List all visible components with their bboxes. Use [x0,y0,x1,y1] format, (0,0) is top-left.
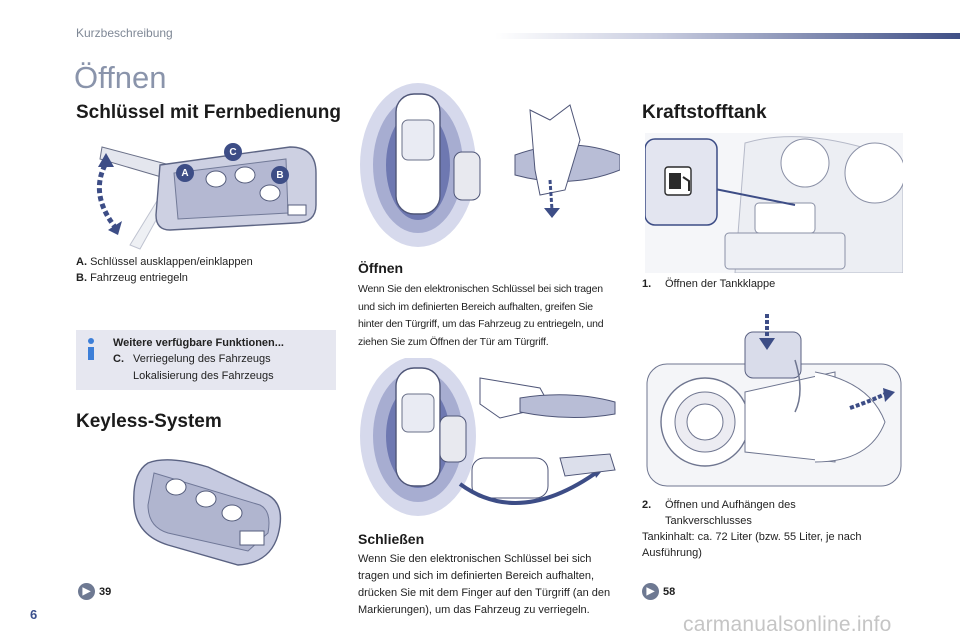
step-1-text: Öffnen der Tankklappe [665,278,776,290]
open-paragraph: Wenn Sie den elektronischen Schlüssel be… [358,281,604,351]
ref-link-39[interactable]: ▶ 39 [78,583,111,600]
close-line: Wenn Sie den elektronischen Schlüssel be… [358,553,592,565]
fuel-flap-button-illustration [645,133,903,273]
legend-a: A. Schlüssel ausklappen/einklappen [76,254,253,271]
info-line-2: Lokalisierung des Fahrzeugs [133,370,274,382]
fuel-tank-heading: Kraftstofftank [642,102,767,123]
step-2-line-1: Öffnen und Aufhängen des [665,499,796,511]
legend-b-text: Fahrzeug entriegeln [90,272,188,284]
step-1-number: 1. [642,278,652,290]
close-heading: Schließen [358,531,425,547]
close-line: Markierungen), um das Fahrzeug zu verrie… [358,604,590,616]
info-line-1: Verriegelung des Fahrzeugs [133,353,271,365]
callout-b: B [271,166,289,184]
remote-key-illustration [96,146,317,250]
page-ref-icon: ▶ [78,583,95,600]
keyless-heading: Keyless-System [76,411,222,432]
step-2-number: 2. [642,499,652,511]
close-line: drücken Sie mit dem Finger auf den Türgr… [358,587,611,599]
legend-a-text: Schlüssel ausklappen/einklappen [90,256,253,268]
watermark: carmanualsonline.info [683,613,892,636]
info-letter: C. [113,353,124,365]
remote-key-heading: Schlüssel mit Fernbedienung [76,102,341,123]
tank-capacity-line-1: Tankinhalt: ca. 72 Liter (bzw. 55 Liter,… [642,531,862,543]
legend-b-letter: B. [76,272,87,284]
section-label: Kurzbeschreibung [76,26,173,40]
callout-a: A [176,164,194,182]
open-line: Wenn Sie den elektronischen Schlüssel be… [358,283,603,295]
close-zone-illustration [360,358,616,516]
tank-capacity-line-2: Ausführung) [642,547,702,559]
keyless-key-illustration [133,459,282,566]
callout-c: C [224,143,242,161]
info-title: Weitere verfügbare Funktionen... [113,337,284,349]
legend-b: B. Fahrzeug entriegeln [76,270,188,287]
legend-a-letter: A. [76,256,87,268]
page-ref-icon: ▶ [642,583,659,600]
close-paragraph: Wenn Sie den elektronischen Schlüssel be… [358,551,610,619]
step-2-line-2: Tankverschlusses [665,515,752,527]
open-line: ziehen Sie zum Öffnen der Tür am Türgrif… [358,335,549,348]
header-bar [495,33,960,39]
open-zone-illustration [360,83,620,247]
info-box [76,330,336,390]
ref-link-58[interactable]: ▶ 58 [642,583,675,600]
page-title: Öffnen [74,60,167,95]
close-line: tragen und sich im definierten Bereich a… [358,570,595,582]
open-line: hinter den Türgriff, um das Fahrzeug zu … [358,318,604,330]
info-icon [88,338,94,360]
open-line: und sich im definierten Bereich aufhalte… [358,300,593,313]
fuel-cap-illustration [645,312,903,488]
open-heading: Öffnen [358,260,404,276]
ref-39-label: 39 [99,585,112,598]
page-number: 6 [30,607,38,622]
ref-58-label: 58 [663,585,676,598]
